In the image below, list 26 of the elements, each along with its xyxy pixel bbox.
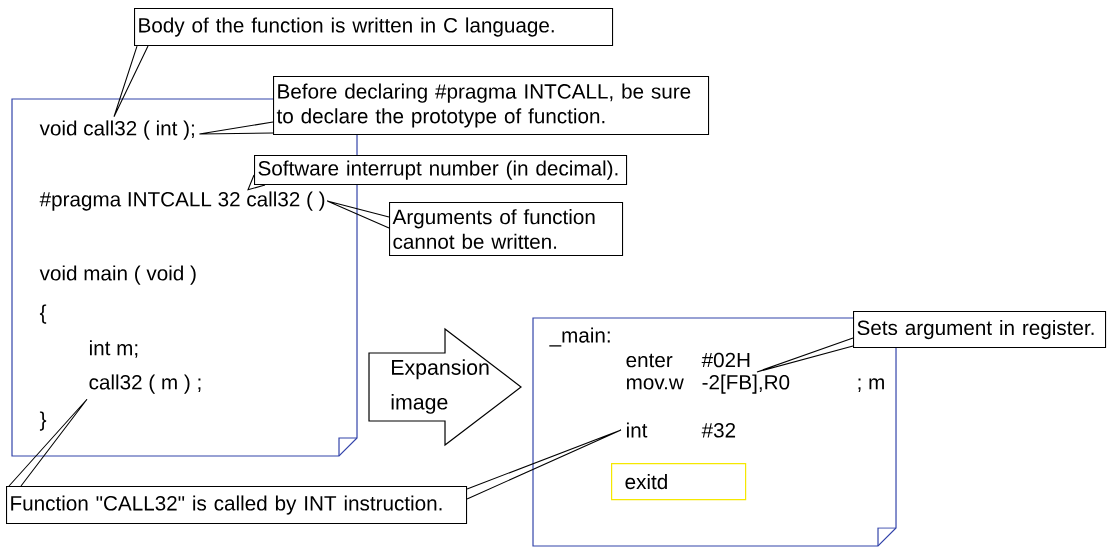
code-line: #pragma INTCALL 32 call32 ( ) <box>39 191 325 211</box>
highlight-box: exitd <box>611 463 747 501</box>
leader-line <box>756 337 854 373</box>
code-line: enter #02H <box>626 352 750 368</box>
leader-line <box>113 45 149 118</box>
code-line: mov.w -2[FB],R0 ; m <box>627 374 884 394</box>
callout-box: Body of the function is written in C language. <box>134 8 614 47</box>
code-line: { <box>39 304 47 324</box>
leader-line <box>8 398 88 487</box>
code-line: void main ( void ) <box>39 265 196 285</box>
leader-line <box>198 121 274 135</box>
callout-box: Function "CALL32" is called by INT instruction. <box>6 486 468 525</box>
leader-line <box>466 429 622 500</box>
callout-box: Arguments of function cannot be written. <box>389 202 624 257</box>
callout-box: Software interrupt number (in decimal). <box>254 155 628 186</box>
leader-line <box>247 174 266 191</box>
code-sheet <box>532 317 897 547</box>
code-line: int #32 <box>627 422 736 438</box>
callout-box: Before declaring #pragma INTCALL, be sure to declare the prototype of function. <box>273 76 710 136</box>
code-line: } <box>39 411 47 431</box>
code-line: _main: <box>549 327 610 347</box>
code-line: call32 ( m ) ; <box>89 374 201 394</box>
code-line: int m; <box>90 340 138 358</box>
code-line: void call32 ( int ); <box>39 120 194 140</box>
leader-line <box>326 200 390 229</box>
callout-box: Sets argument in register. <box>853 311 1107 349</box>
